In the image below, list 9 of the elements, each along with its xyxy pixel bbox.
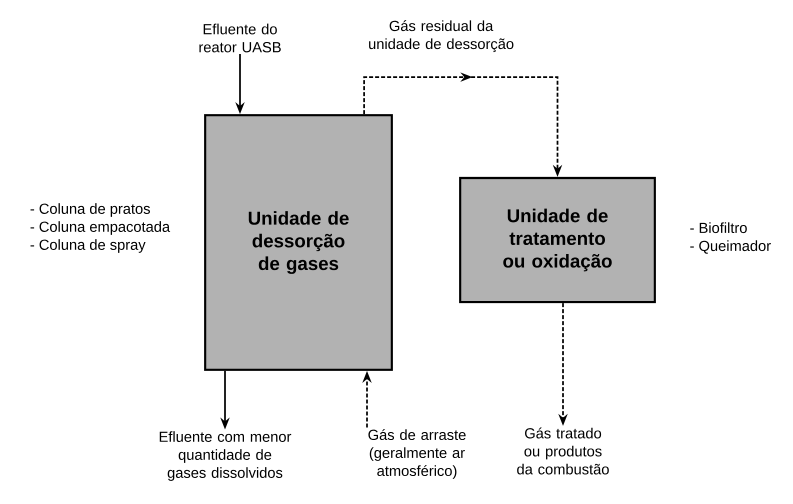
process-box: Unidade de dessorção de gases xyxy=(204,114,393,371)
option-list: - Coluna de pratos - Coluna empacotada - Coluna de spray xyxy=(30,203,170,253)
process-box: Unidade de tratamento ou oxidação xyxy=(459,176,656,304)
edge-label: Gás residual da unidade de dessorção xyxy=(360,18,522,54)
flow-text: Efluente do reator UASB xyxy=(199,24,281,52)
option-list: - Biofiltro - Queimador xyxy=(690,222,771,254)
flow-text: Gás tratado ou produtos da combustão xyxy=(517,428,609,474)
flow-text: Gás de arraste (geralmente ar atmosférico) xyxy=(368,429,466,479)
flow-text: Efluente com menor quantidade de gases dissolvidos xyxy=(160,431,292,481)
